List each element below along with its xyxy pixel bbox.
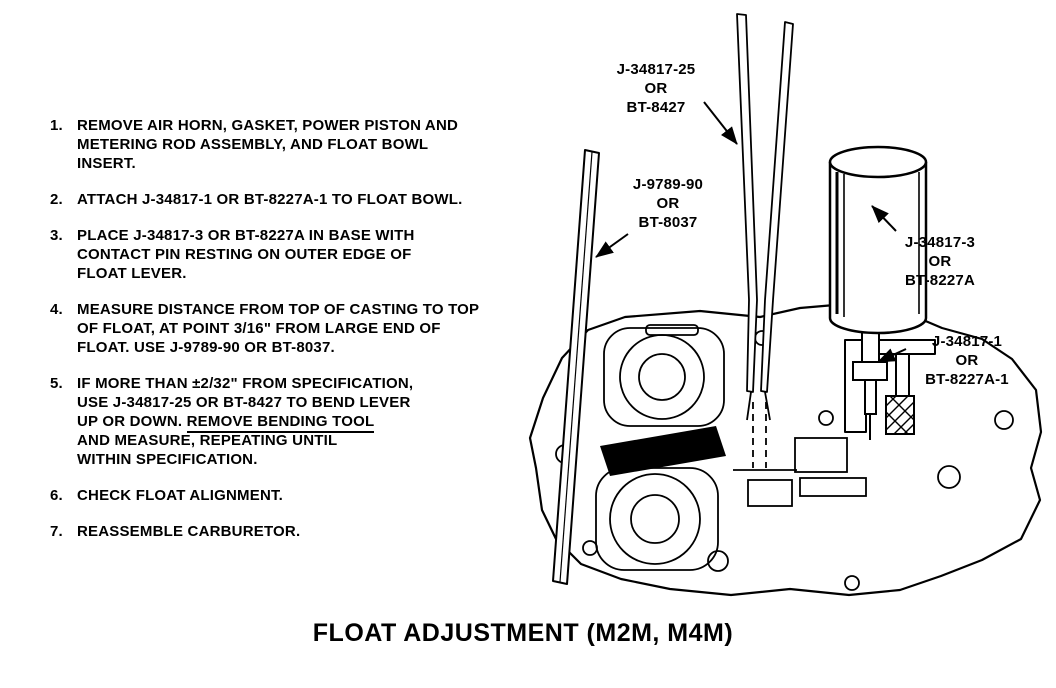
arrow-to-cylinder (871, 205, 897, 232)
bending-tool (736, 13, 794, 421)
step-number: 5. (50, 375, 63, 392)
leader-to-adapter (877, 348, 907, 363)
bolt-hole (937, 465, 961, 489)
text-segment: AND MEASURE, REPEATING UNTIL (77, 432, 338, 449)
callout-line: OR (928, 253, 952, 270)
step-number: 3. (50, 227, 63, 244)
arrow-to-bending-tool (703, 101, 738, 145)
float-silhouette (600, 426, 726, 476)
callout-line: BT-8427 (626, 99, 686, 116)
knurled-knob (885, 395, 915, 435)
bolt-hole (582, 540, 598, 556)
step-text-line: METERING ROD ASSEMBLY, AND FLOAT BOWL (77, 135, 458, 154)
callout-line: OR (656, 195, 680, 212)
step-text-line: CONTACT PIN RESTING ON OUTER EDGE OF (77, 245, 415, 264)
text-segment: MEASURE DISTANCE FROM TOP OF CASTING TO … (77, 301, 480, 318)
step-text-line: OF FLOAT, AT POINT 3/16" FROM LARGE END … (77, 319, 479, 338)
step-text-line: FLOAT LEVER. (77, 264, 415, 283)
text-segment: PLACE J-34817-3 OR BT-8227A IN BASE WITH (77, 227, 415, 244)
text-segment: CONTACT PIN RESTING ON OUTER EDGE OF (77, 246, 412, 263)
text-segment: INSERT. (77, 155, 136, 172)
step-text: ATTACH J-34817-1 OR BT-8227A-1 TO FLOAT … (77, 190, 462, 209)
step-2: 2. ATTACH J-34817-1 OR BT-8227A-1 TO FLOA… (50, 190, 550, 209)
step-4: 4. MEASURE DISTANCE FROM TOP OF CASTING T… (50, 300, 550, 357)
callout-line: BT-8227A-1 (925, 371, 1009, 388)
text-segment: USE J-34817-25 OR BT-8427 TO BEND LEVER (77, 394, 411, 411)
arrow-to-scale (595, 233, 629, 258)
gauge-cylinder (828, 145, 928, 335)
step-text-line: INSERT. (77, 154, 458, 173)
step-text-line: FLOAT. USE J-9789-90 OR BT-8037. (77, 338, 479, 357)
text-segment: CHECK FLOAT ALIGNMENT. (77, 487, 284, 504)
text-segment: METERING ROD ASSEMBLY, AND FLOAT BOWL (77, 136, 429, 153)
step-text-line: REMOVE AIR HORN, GASKET, POWER PISTON AN… (77, 116, 458, 135)
step-number: 6. (50, 487, 63, 504)
callout-line: BT-8227A (905, 272, 975, 289)
step-text-line: UP OR DOWN. REMOVE BENDING TOOL (77, 412, 413, 433)
carburetor-body (528, 301, 1043, 597)
step-text: IF MORE THAN ±2/32" FROM SPECIFICATION, U… (77, 374, 413, 469)
step-1: 1. REMOVE AIR HORN, GASKET, POWER PISTON … (50, 116, 550, 173)
steps-list: 1. REMOVE AIR HORN, GASKET, POWER PISTON … (50, 116, 550, 558)
callout-line: OR (955, 352, 979, 369)
bolt-hole (994, 410, 1014, 430)
callout-line: J-34817-25 (616, 61, 696, 78)
text-segment: WITHIN SPECIFICATION. (77, 451, 258, 468)
callout-line: J-9789-90 (632, 176, 704, 193)
text-segment: ATTACH J-34817-1 OR BT-8227A-1 TO FLOAT … (77, 191, 463, 208)
text-segment: FLOAT LEVER. (77, 265, 187, 282)
step-7: 7. REASSEMBLE CARBURETOR. (50, 522, 550, 541)
step-text-line: USE J-34817-25 OR BT-8427 TO BEND LEVER (77, 393, 413, 412)
step-text-line: REASSEMBLE CARBURETOR. (77, 522, 300, 541)
callout-float-bowl-adapter: J-34817-1 OR BT-8227A-1 (908, 332, 1026, 389)
step-text-line: ATTACH J-34817-1 OR BT-8227A-1 TO FLOAT … (77, 190, 462, 209)
step-number: 7. (50, 523, 63, 540)
step-text-line: PLACE J-34817-3 OR BT-8227A IN BASE WITH (77, 226, 415, 245)
callout-line: OR (644, 80, 668, 97)
callout-gauge-cylinder: J-34817-3 OR BT-8227A (880, 233, 1000, 290)
step-text-line: WITHIN SPECIFICATION. (77, 450, 413, 469)
bolt-hole (707, 550, 729, 572)
text-segment: FLOAT. USE J-9789-90 OR BT-8037. (77, 339, 335, 356)
step-text-line: IF MORE THAN ±2/32" FROM SPECIFICATION, (77, 374, 413, 393)
text-segment: REASSEMBLE CARBURETOR. (77, 523, 301, 540)
step-text: REMOVE AIR HORN, GASKET, POWER PISTON AN… (77, 116, 458, 173)
step-6: 6. CHECK FLOAT ALIGNMENT. (50, 486, 550, 505)
step-text: PLACE J-34817-3 OR BT-8227A IN BASE WITH… (77, 226, 415, 283)
step-text-line: AND MEASURE, REPEATING UNTIL (77, 431, 413, 450)
step-number: 2. (50, 191, 63, 208)
tool-alignment-dashes (752, 402, 767, 468)
callout-measuring-scale: J-9789-90 OR BT-8037 (612, 175, 724, 232)
text-segment: REMOVE AIR HORN, GASKET, POWER PISTON AN… (77, 117, 459, 134)
step-text: REASSEMBLE CARBURETOR. (77, 522, 300, 541)
figure-title: FLOAT ADJUSTMENT (M2M, M4M) (312, 619, 734, 647)
measuring-scale-tool (552, 149, 600, 585)
step-text-line: CHECK FLOAT ALIGNMENT. (77, 486, 283, 505)
underlined-text: REMOVE BENDING TOOL (186, 413, 375, 433)
bolt-hole (844, 575, 860, 591)
step-5: 5. IF MORE THAN ±2/32" FROM SPECIFICATION… (50, 374, 550, 469)
step-text-line: MEASURE DISTANCE FROM TOP OF CASTING TO … (77, 300, 479, 319)
step-text: MEASURE DISTANCE FROM TOP OF CASTING TO … (77, 300, 479, 357)
text-segment: IF MORE THAN ±2/32" FROM SPECIFICATION, (77, 375, 414, 392)
callout-line: J-34817-1 (931, 333, 1003, 350)
callout-line: J-34817-3 (904, 234, 976, 251)
step-text: CHECK FLOAT ALIGNMENT. (77, 486, 283, 505)
step-number: 4. (50, 301, 63, 318)
callout-bending-tool: J-34817-25 OR BT-8427 (597, 60, 715, 117)
venturi-bore-bottom (609, 473, 701, 565)
text-segment: OF FLOAT, AT POINT 3/16" FROM LARGE END … (77, 320, 441, 337)
callout-line: BT-8037 (638, 214, 698, 231)
step-number: 1. (50, 117, 63, 134)
callout-arrows (595, 101, 907, 363)
step-3: 3. PLACE J-34817-3 OR BT-8227A IN BASE WI… (50, 226, 550, 283)
text-segment: UP OR DOWN. (77, 413, 187, 430)
